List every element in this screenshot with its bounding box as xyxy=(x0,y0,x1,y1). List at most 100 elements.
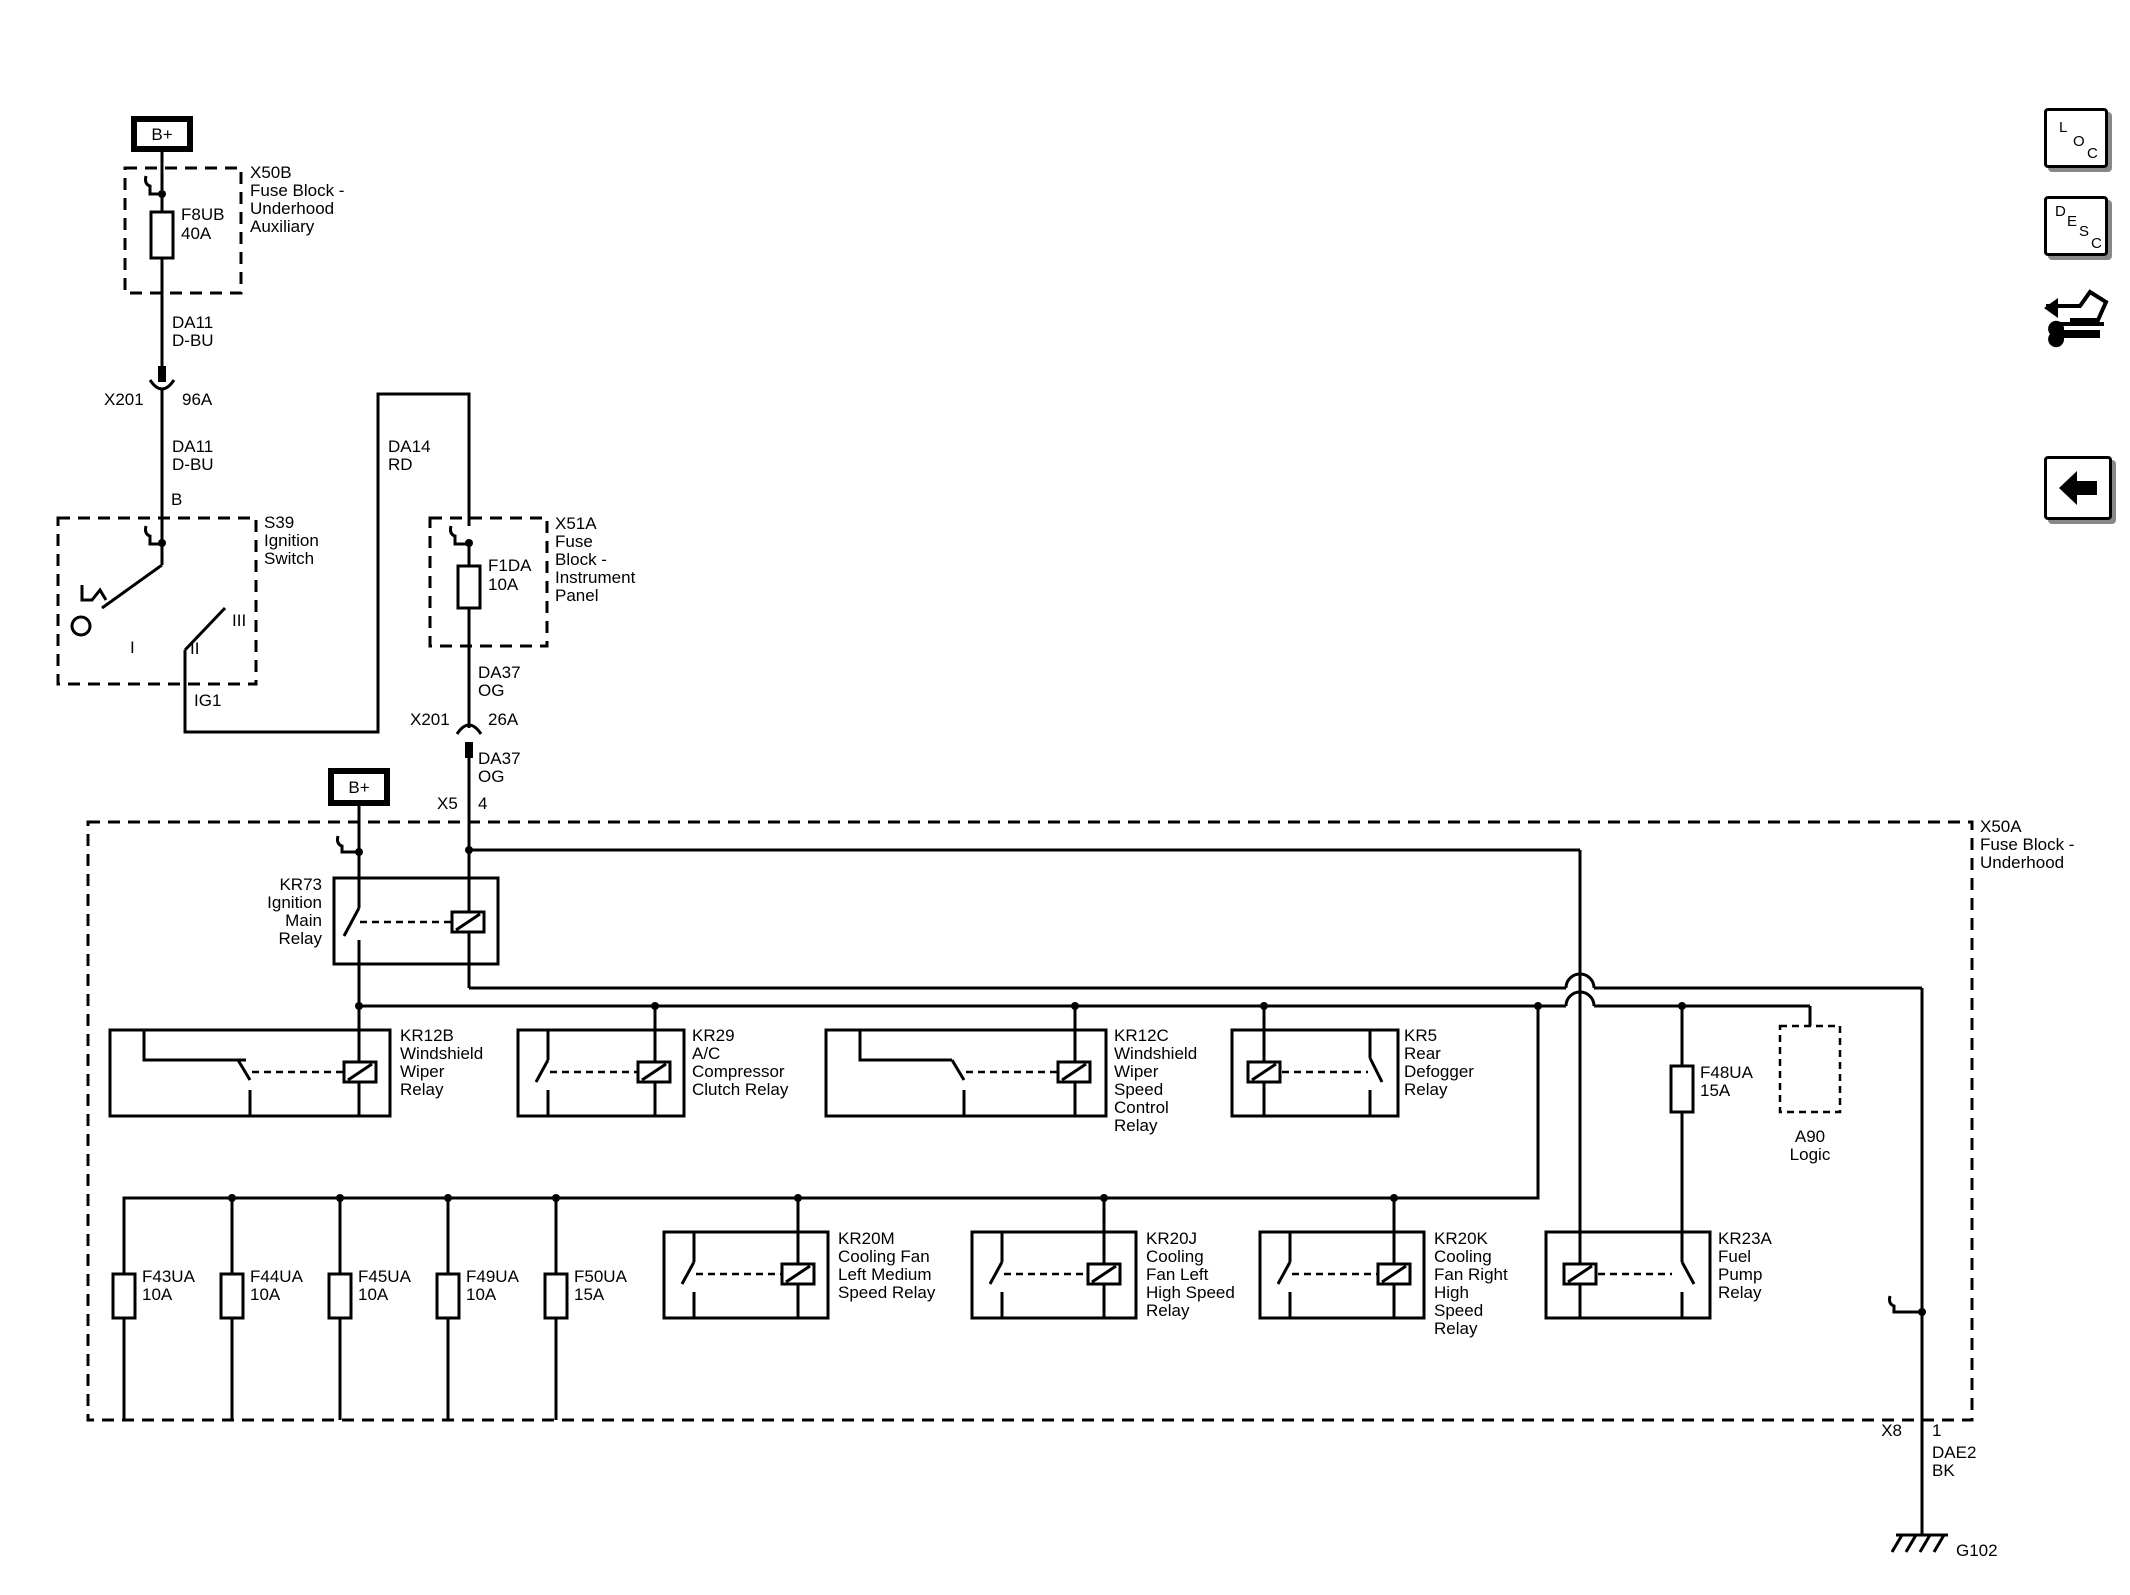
svg-text:F49UA: F49UA xyxy=(466,1267,520,1286)
svg-text:KR73: KR73 xyxy=(279,875,322,894)
svg-text:Left Medium: Left Medium xyxy=(838,1265,932,1284)
svg-text:Cooling: Cooling xyxy=(1434,1247,1492,1266)
back-button[interactable] xyxy=(2044,456,2112,520)
relay-kr73 xyxy=(332,835,500,1006)
svg-text:High: High xyxy=(1434,1283,1469,1302)
svg-text:KR12B: KR12B xyxy=(400,1026,454,1045)
connector-wrench-icon[interactable] xyxy=(2040,278,2112,352)
svg-text:III: III xyxy=(232,611,246,630)
f8ub-name: F8UB xyxy=(181,205,224,224)
svg-text:X201: X201 xyxy=(104,390,144,409)
svg-text:1: 1 xyxy=(1932,1421,1941,1440)
svg-text:F44UA: F44UA xyxy=(250,1267,304,1286)
svg-text:Switch: Switch xyxy=(264,549,314,568)
svg-text:Relay: Relay xyxy=(1404,1080,1448,1099)
svg-text:Pump: Pump xyxy=(1718,1265,1762,1284)
s39-pin-b: B xyxy=(171,490,182,509)
connector-x5: X5 xyxy=(437,794,458,813)
x50b-label: X50B Fuse Block - Underhood Auxiliary xyxy=(250,163,344,236)
svg-text:KR12C: KR12C xyxy=(1114,1026,1169,1045)
svg-text:Windshield: Windshield xyxy=(1114,1044,1197,1063)
svg-text:KR23A: KR23A xyxy=(1718,1229,1773,1248)
svg-text:Underhood: Underhood xyxy=(1980,853,2064,872)
relay-kr12c xyxy=(824,1006,1108,1118)
svg-text:A90: A90 xyxy=(1795,1127,1825,1146)
kr5-label: KR5 Rear Defogger Relay xyxy=(1404,1026,1474,1099)
svg-text:10A: 10A xyxy=(142,1285,173,1304)
svg-text:Speed: Speed xyxy=(1434,1301,1483,1320)
svg-text:Relay: Relay xyxy=(1718,1283,1762,1302)
fuse-block-x51a: F1DA 10A xyxy=(428,516,549,728)
svg-text:Panel: Panel xyxy=(555,586,598,605)
fuse-f49ua: F49UA 10A xyxy=(435,1198,520,1420)
svg-text:KR20K: KR20K xyxy=(1434,1229,1489,1248)
svg-text:Compressor: Compressor xyxy=(692,1062,785,1081)
svg-text:II: II xyxy=(190,639,199,658)
wire-da11-bottom: DA11 xyxy=(172,437,213,456)
svg-text:Cooling: Cooling xyxy=(1146,1247,1204,1266)
kr20m-label: KR20M Cooling Fan Left Medium Speed Rela… xyxy=(838,1229,936,1302)
ground-g102: G102 xyxy=(1890,1480,1998,1560)
svg-text:Fuel: Fuel xyxy=(1718,1247,1751,1266)
wire-da37-bottom: DA37 xyxy=(478,749,521,768)
svg-text:Block -: Block - xyxy=(555,550,607,569)
x51a-label: X51A Fuse Block - Instrument Panel xyxy=(555,514,636,605)
svg-text:15A: 15A xyxy=(1700,1081,1731,1100)
svg-text:Main: Main xyxy=(285,911,322,930)
relay-kr12b xyxy=(108,1006,392,1118)
wire-da14: DA14 xyxy=(388,437,431,456)
fuse-f43ua: F43UA 10A xyxy=(111,1267,196,1420)
svg-text:Control: Control xyxy=(1114,1098,1169,1117)
svg-text:Speed Relay: Speed Relay xyxy=(838,1283,936,1302)
kr29-label: KR29 A/C Compressor Clutch Relay xyxy=(692,1026,789,1099)
svg-text:D-BU: D-BU xyxy=(172,455,214,474)
svg-text:S39: S39 xyxy=(264,513,294,532)
relay-kr29 xyxy=(516,1006,686,1118)
bplus-source-underhood: B+ xyxy=(328,768,390,806)
svg-text:BK: BK xyxy=(1932,1461,1955,1480)
f1da-name: F1DA xyxy=(488,556,532,575)
svg-text:Relay: Relay xyxy=(1114,1116,1158,1135)
relay-kr20k xyxy=(1258,1198,1426,1320)
svg-text:96A: 96A xyxy=(182,390,213,409)
fuse-block-x50b: F8UB 40A xyxy=(123,166,243,368)
svg-text:F50UA: F50UA xyxy=(574,1267,628,1286)
svg-text:Rear: Rear xyxy=(1404,1044,1441,1063)
wire-ig1: IG1 xyxy=(194,691,221,710)
svg-text:Relay: Relay xyxy=(1146,1301,1190,1320)
wire-da11-top: DA11 xyxy=(172,313,213,332)
svg-text:Fuse Block -: Fuse Block - xyxy=(250,181,344,200)
location-button[interactable]: L O C xyxy=(2044,108,2108,168)
svg-text:B+: B+ xyxy=(348,778,369,797)
f8ub-rating: 40A xyxy=(181,224,212,243)
svg-text:4: 4 xyxy=(478,794,487,813)
svg-text:KR5: KR5 xyxy=(1404,1026,1437,1045)
svg-text:Cooling Fan: Cooling Fan xyxy=(838,1247,930,1266)
svg-text:F45UA: F45UA xyxy=(358,1267,412,1286)
svg-text:X50B: X50B xyxy=(250,163,292,182)
svg-text:OG: OG xyxy=(478,681,504,700)
svg-text:High Speed: High Speed xyxy=(1146,1283,1235,1302)
relay-kr20j xyxy=(970,1198,1138,1320)
svg-text:Ignition: Ignition xyxy=(267,893,322,912)
fuse-f8ub xyxy=(149,210,175,260)
kr23a-label: KR23A Fuel Pump Relay xyxy=(1718,1229,1773,1302)
svg-text:G102: G102 xyxy=(1956,1541,1998,1560)
svg-text:Defogger: Defogger xyxy=(1404,1062,1474,1081)
connector-x8: X8 xyxy=(1881,1421,1902,1440)
svg-text:Relay: Relay xyxy=(279,929,323,948)
kr73-label: KR73 Ignition Main Relay xyxy=(267,875,322,948)
description-button[interactable]: D E S C xyxy=(2044,196,2108,256)
wire-da37-top: DA37 xyxy=(478,663,521,682)
svg-text:I: I xyxy=(130,638,135,657)
bplus-source-top: B+ xyxy=(131,116,193,152)
fuse-f50ua: F50UA 15A xyxy=(543,1198,628,1420)
relay-kr5 xyxy=(1230,1006,1400,1118)
svg-text:KR20J: KR20J xyxy=(1146,1229,1197,1248)
svg-text:Relay: Relay xyxy=(400,1080,444,1099)
connector-x201-26a: X201 26A xyxy=(410,710,519,850)
svg-text:Wiper: Wiper xyxy=(1114,1062,1159,1081)
svg-text:F43UA: F43UA xyxy=(142,1267,196,1286)
wire-dae2: DAE2 xyxy=(1932,1443,1976,1462)
kr20j-label: KR20J Cooling Fan Left High Speed Relay xyxy=(1146,1229,1235,1320)
